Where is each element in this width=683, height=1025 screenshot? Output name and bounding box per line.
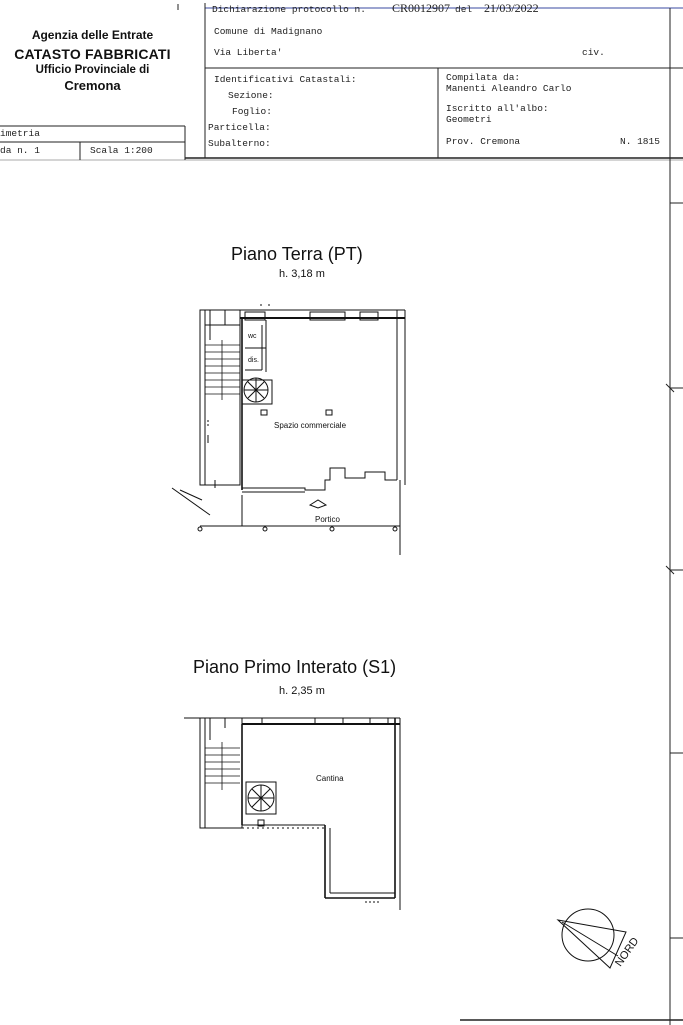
- civico-label: civ.: [582, 47, 605, 58]
- scheda-number: da n. 1: [0, 145, 40, 156]
- iscritto-label: Iscritto all'albo:: [446, 103, 549, 114]
- scale-label: Scala 1:200: [90, 145, 153, 156]
- numero-iscrizione: N. 1815: [620, 136, 660, 147]
- foglio-label: Foglio:: [232, 106, 272, 117]
- address-via: Via Liberta': [214, 47, 283, 58]
- dis-label: dis.: [248, 357, 259, 364]
- portico-label: Portico: [315, 515, 340, 524]
- agency-name: Agenzia delle Entrate: [31, 28, 154, 42]
- plan-pt-height: h. 3,18 m: [279, 268, 325, 280]
- del-label: del: [455, 4, 473, 15]
- plan-pt-title: Piano Terra (PT): [231, 244, 363, 264]
- comune: Comune di Madignano: [214, 26, 323, 37]
- header-frame: [0, 3, 683, 161]
- ufficio-label: Ufficio Provinciale di: [35, 64, 150, 76]
- room-spazio-commerciale: Spazio commerciale: [274, 421, 347, 430]
- identificativi-heading: Identificativi Catastali:: [214, 74, 357, 85]
- declaration-prefix: Dichiarazione protocollo n.: [212, 4, 366, 15]
- room-cantina: Cantina: [316, 774, 344, 783]
- agency-block: Agenzia delle Entrate CATASTO FABBRICATI…: [0, 22, 185, 93]
- plan-s1-drawing: [184, 717, 401, 910]
- north-arrow-icon: [556, 908, 627, 969]
- catasto-title: CATASTO FABBRICATI: [14, 46, 171, 62]
- subalterno-label: Subalterno:: [208, 138, 271, 149]
- bottom-line: [460, 1019, 683, 1021]
- albo-name: Geometri: [446, 114, 492, 125]
- sezione-label: Sezione:: [228, 90, 274, 101]
- compilata-label: Compilata da:: [446, 72, 521, 83]
- plan-s1-height: h. 2,35 m: [279, 685, 325, 697]
- right-border: [665, 158, 683, 1025]
- planimetria-label: imetria: [0, 128, 40, 139]
- declaration-date: 21/03/2022: [484, 1, 539, 15]
- plan-s1-title: Piano Primo Interato (S1): [193, 657, 397, 677]
- plan-pt-drawing: [171, 304, 406, 555]
- protocol-number: CR0012907: [392, 1, 451, 15]
- wc-label: wc: [248, 333, 257, 340]
- particella-label: Particella:: [208, 122, 271, 133]
- provincia-albo: Prov. Cremona: [446, 136, 521, 147]
- provincia-name: Cremona: [64, 78, 121, 93]
- compilatore-name: Manenti Aleandro Carlo: [446, 83, 572, 94]
